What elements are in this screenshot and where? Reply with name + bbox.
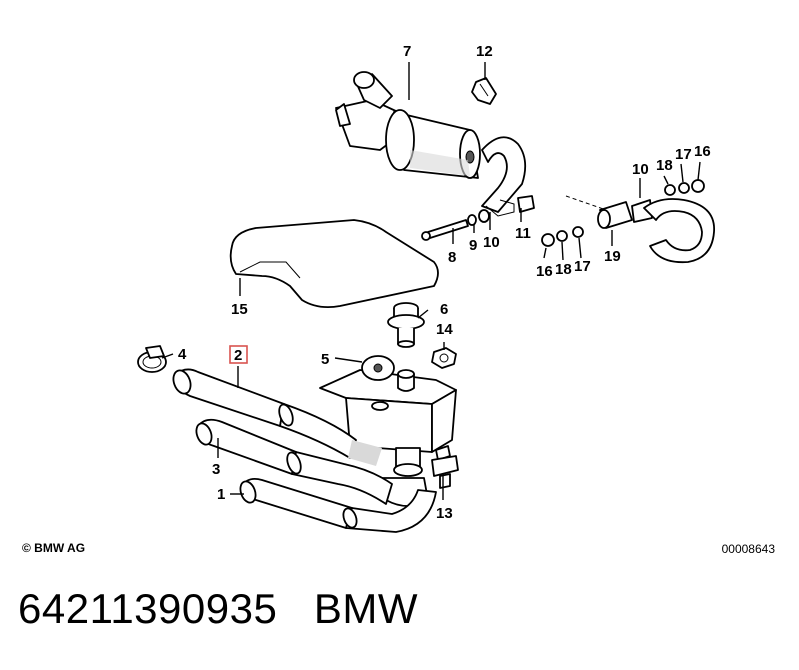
stud-part-13 bbox=[431, 445, 459, 489]
callout-14: 14 bbox=[436, 321, 453, 338]
copyright-text: © BMW AG bbox=[22, 541, 86, 555]
leader-lines bbox=[161, 62, 701, 500]
callouts: 7 12 8 9 10 11 10 18 17 16 16 18 17 19 1… bbox=[178, 43, 711, 522]
callout-17-top: 17 bbox=[675, 146, 692, 163]
callout-4: 4 bbox=[178, 346, 187, 363]
part-number: 64211390935 bbox=[18, 585, 278, 632]
callout-2-highlight bbox=[229, 345, 248, 364]
callout-1: 1 bbox=[217, 486, 225, 503]
callout-11: 11 bbox=[515, 225, 531, 242]
callout-18-top: 18 bbox=[656, 157, 673, 174]
callout-13: 13 bbox=[436, 505, 453, 522]
callout-10-left: 10 bbox=[483, 234, 500, 251]
callout-16-bottom: 16 bbox=[536, 263, 553, 280]
fitting-part-6 bbox=[387, 302, 425, 348]
callout-7: 7 bbox=[403, 43, 411, 60]
cover-part-15 bbox=[229, 219, 439, 309]
callout-8: 8 bbox=[448, 249, 456, 266]
callout-16-top: 16 bbox=[694, 143, 711, 160]
nut-part-14 bbox=[431, 347, 457, 369]
hose-clamp-part-4 bbox=[137, 345, 167, 373]
valve-body-part-5 bbox=[319, 355, 457, 507]
screw-part-8 bbox=[421, 195, 535, 241]
water-pump-part-7 bbox=[335, 71, 527, 217]
callout-15: 15 bbox=[231, 301, 248, 318]
document-number: 00008643 bbox=[721, 542, 775, 556]
callout-12: 12 bbox=[476, 43, 493, 60]
callout-17-bottom: 17 bbox=[574, 258, 591, 275]
callout-9: 9 bbox=[469, 237, 477, 254]
mount-assembly-right bbox=[541, 179, 715, 264]
part-caption: 64211390935 BMW bbox=[18, 585, 418, 633]
callout-19: 19 bbox=[604, 248, 621, 265]
clip-part-12 bbox=[471, 77, 497, 105]
callout-3: 3 bbox=[212, 461, 220, 478]
callout-18-bottom: 18 bbox=[555, 261, 572, 278]
callout-6: 6 bbox=[440, 301, 448, 318]
callout-5: 5 bbox=[321, 351, 329, 368]
hoses-parts-1-2-3 bbox=[172, 368, 437, 533]
callout-10-right: 10 bbox=[632, 161, 649, 178]
brand-name: BMW bbox=[313, 585, 418, 632]
callout-2: 2 bbox=[234, 347, 242, 364]
